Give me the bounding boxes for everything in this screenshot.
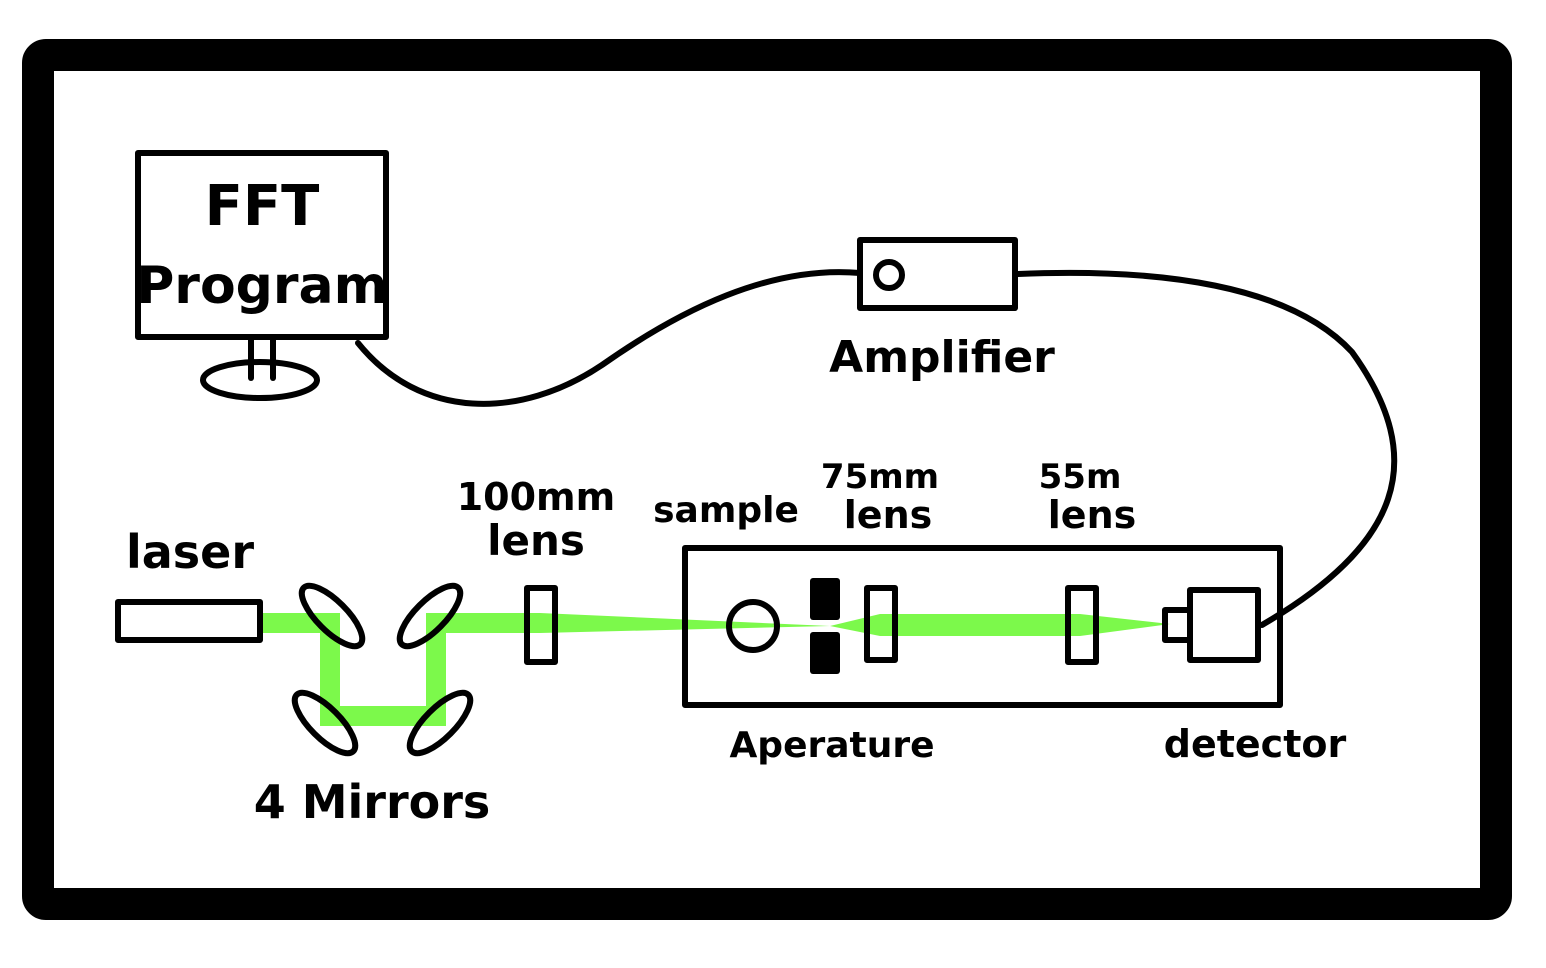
amplifier-label: Amplifier xyxy=(829,332,1055,383)
lens-icon xyxy=(864,585,898,663)
cable-amplifier-detector xyxy=(1015,269,1398,628)
mirror-icon xyxy=(291,689,359,757)
lens1-label-line1: 100mm xyxy=(457,475,616,519)
lens-icon xyxy=(1065,585,1099,665)
enclosure-box xyxy=(682,545,1283,708)
aperture-label: Aperature xyxy=(729,725,934,766)
lens2-label-line1: 75mm xyxy=(821,457,939,497)
lens1-label-line2: lens xyxy=(487,516,585,565)
detector-label: detector xyxy=(1164,722,1347,766)
laser-label: laser xyxy=(126,525,254,579)
outer-frame xyxy=(22,39,1512,920)
lens3-label-line1: 55m xyxy=(1039,457,1122,497)
lens-icon xyxy=(524,585,558,665)
computer-label-line1: FFT xyxy=(205,174,320,239)
laser-beam xyxy=(262,613,1170,726)
mirrors-label: 4 Mirrors xyxy=(254,775,491,829)
detector-icon xyxy=(1162,587,1261,663)
lens2-label-line2: lens xyxy=(844,493,932,537)
mirror-icon xyxy=(406,689,474,757)
computer-label-line2: Program xyxy=(136,256,388,316)
sample-circle-icon xyxy=(726,599,780,653)
mirror-icon xyxy=(298,582,366,650)
cable-computer-amplifier xyxy=(355,269,863,407)
laser-icon xyxy=(115,599,263,643)
aperture-icon xyxy=(810,578,840,674)
monitor-icon xyxy=(135,150,389,401)
lens3-label-line2: lens xyxy=(1048,493,1136,537)
amplifier-box-icon xyxy=(857,237,1018,311)
sample-label: sample xyxy=(653,490,799,531)
mirror-icon xyxy=(396,582,464,650)
